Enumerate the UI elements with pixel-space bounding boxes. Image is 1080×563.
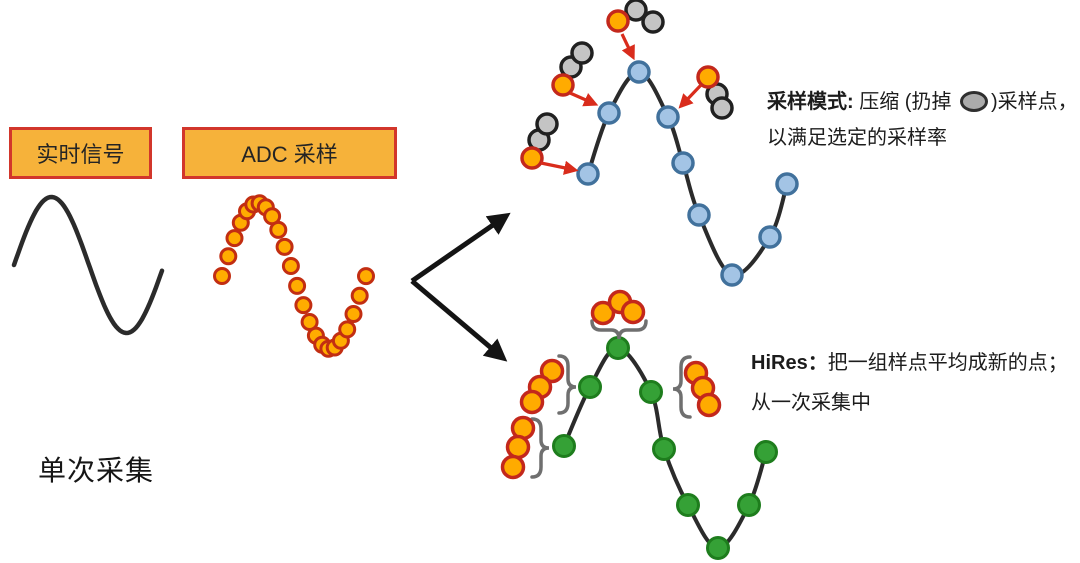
averaged-sample-dot: [578, 375, 602, 399]
averaged-sample-dot: [552, 434, 576, 458]
kept-sample-dot: [671, 151, 695, 175]
averaged-sample-dot: [652, 437, 676, 461]
realtime-signal-label: 实时信号: [36, 142, 125, 167]
discarded-gray-dot: [710, 96, 734, 120]
sample-mode-wave: [520, 0, 799, 287]
discard-group: [520, 112, 579, 175]
discarded-gray-dot: [641, 10, 665, 34]
hires-text: 把一组样点平均成新的点；: [827, 352, 1068, 374]
adc-sample-dots: [213, 194, 375, 358]
kept-sample-dot: [627, 60, 651, 84]
group-brace: [530, 417, 550, 479]
hires-orange-dot: [590, 300, 616, 326]
discard-arrow: [569, 91, 599, 107]
adc-sample-dot: [219, 247, 238, 266]
kept-sample-dot: [576, 162, 600, 186]
kept-sample-dot: [720, 263, 744, 287]
hires-wave: [500, 289, 778, 560]
discarded-gray-dot: [624, 0, 648, 22]
kept-sample-dot: [597, 101, 621, 125]
sample-mode-line1: 采样模式: 压缩 (扔掉 )采样点，: [767, 84, 1080, 120]
discard-group: [606, 0, 665, 61]
discarded-sample-icon: [960, 91, 989, 112]
discard-group: [678, 65, 734, 120]
hires-sample-group: [590, 289, 648, 340]
kept-sample-dot: [687, 203, 711, 227]
averaged-sample-dot: [606, 336, 630, 360]
hires-note: HiRes：把一组样点平均成新的点； 从一次采集中: [751, 343, 1080, 423]
branch-arrow-bottom: [410, 279, 508, 362]
hires-orange-dot: [620, 299, 646, 325]
adc-sampling-box: ADC 采样: [182, 127, 397, 179]
discard-arrow: [678, 83, 703, 109]
averaged-sample-dot: [737, 493, 761, 517]
averaged-sample-dot: [676, 493, 700, 517]
hires-line1: HiRes：把一组样点平均成新的点；: [751, 343, 1080, 383]
branch-arrow-top: [410, 212, 511, 284]
compressed-orange-dot: [520, 146, 544, 170]
sample-mode-text-after: )采样点，: [991, 91, 1078, 113]
kept-sample-dot: [775, 172, 799, 196]
hires-orange-dot: [539, 358, 565, 384]
realtime-signal-wave: [11, 194, 165, 336]
compressed-orange-dot: [696, 65, 720, 89]
averaged-sample-dot: [639, 380, 663, 404]
hires-sample-group: [500, 415, 550, 480]
group-brace: [590, 319, 648, 340]
adc-sample-dot: [213, 267, 231, 285]
discarded-gray-dot: [570, 41, 594, 65]
discard-arrow: [620, 33, 635, 61]
compressed-orange-dot: [606, 9, 630, 33]
hires-orange-dot: [519, 389, 545, 415]
hires-sample-group: [519, 354, 577, 415]
hires-orange-dot: [696, 392, 722, 418]
adc-sample-dot: [225, 229, 244, 248]
adc-sample-dot: [294, 296, 313, 315]
hires-label: HiRes：: [751, 352, 828, 374]
adc-sample-dot: [275, 237, 294, 256]
kept-sample-dot: [758, 225, 782, 249]
hires-orange-dot: [500, 454, 526, 480]
discarded-gray-dot: [535, 112, 559, 136]
adc-sample-dot: [281, 257, 300, 275]
sample-mode-text-before: 压缩 (扔掉: [853, 91, 958, 113]
sample-mode-label: 采样模式:: [767, 91, 854, 113]
adc-sample-dot: [344, 305, 363, 323]
averaged-sample-dot: [754, 440, 778, 464]
hires-sample-group: [672, 355, 722, 419]
hires-orange-dot: [505, 434, 531, 460]
compressed-orange-dot: [551, 73, 575, 97]
adc-sample-dot: [357, 267, 375, 286]
adc-sampling-label: ADC 采样: [241, 142, 338, 167]
adc-sample-dot: [269, 220, 288, 239]
single-acquisition-label: 单次采集: [38, 455, 155, 486]
discard-arrow: [540, 160, 579, 175]
adc-sample-dot: [350, 286, 369, 305]
hires-line2: 从一次采集中: [751, 392, 871, 414]
group-brace: [557, 354, 577, 415]
kept-sample-dot: [656, 105, 680, 129]
averaged-sample-dot: [706, 536, 730, 560]
discard-group: [551, 41, 599, 107]
group-brace: [672, 355, 692, 419]
realtime-signal-box: 实时信号: [9, 127, 152, 179]
adc-sample-dot: [338, 320, 357, 339]
sample-mode-line2: 以满足选定的采样率: [767, 127, 947, 149]
adc-sample-dot: [288, 276, 307, 295]
sample-mode-note: 采样模式: 压缩 (扔掉 )采样点， 以满足选定的采样率: [767, 84, 1080, 156]
